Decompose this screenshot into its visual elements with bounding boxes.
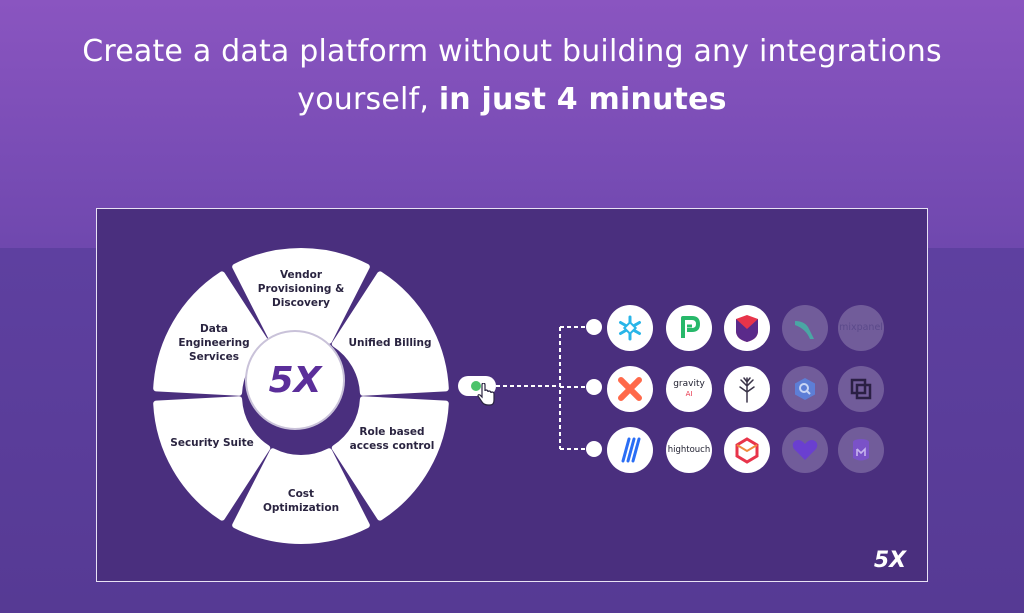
petal-shape-cost-optimization: [232, 448, 370, 544]
mixpanel-text: mixpanel: [839, 322, 883, 333]
headline-line-2: yourself, in just 4 minutes: [0, 76, 1024, 124]
stitch-logo[interactable]: [607, 427, 653, 473]
connector-lines: [496, 326, 590, 450]
tree-icon: [739, 377, 755, 403]
stripes-icon: [621, 437, 641, 463]
petal-role-based-access[interactable]: Role based access control: [349, 426, 435, 452]
petal-data-engineering[interactable]: Data Engineering Services: [178, 323, 250, 363]
prefect-icon: [681, 316, 700, 338]
snowflake-logo[interactable]: [607, 305, 653, 351]
hand-cursor-icon: [477, 383, 495, 406]
copy-icon: [850, 378, 872, 400]
petal-shape-unified-billing: [331, 271, 449, 396]
cube-logo[interactable]: [724, 427, 770, 473]
mixpanel-logo[interactable]: mixpanel: [838, 305, 884, 351]
corner-5x-logo: 5X: [874, 548, 907, 572]
svg-text:5X: 5X: [874, 548, 907, 572]
prefect-logo[interactable]: [666, 305, 712, 351]
copy-logo[interactable]: [838, 366, 884, 412]
tree-logo[interactable]: [724, 366, 770, 412]
headline-line-1: Create a data platform without building …: [82, 34, 942, 69]
hightouch-text: hightouch: [667, 445, 711, 455]
shield-logo[interactable]: [724, 305, 770, 351]
bigquery-logo[interactable]: [782, 366, 828, 412]
svg-text:5X: 5X: [269, 360, 324, 401]
bird-logo[interactable]: [782, 305, 828, 351]
headline: Create a data platform without building …: [0, 28, 1024, 124]
snowflake-icon: [619, 315, 641, 341]
database-logo[interactable]: [838, 427, 884, 473]
petal-shape-data-engineering: [153, 271, 271, 396]
gravity-name: gravity: [673, 379, 705, 389]
connector-node-2: [586, 379, 602, 395]
toggle-indicator: [471, 381, 481, 391]
hexagon-search-icon: [795, 378, 815, 400]
cylinder-icon: [853, 439, 869, 461]
x-cross-icon: [618, 377, 642, 401]
connector-node-3: [586, 441, 602, 457]
gravity-ai: AI: [685, 390, 693, 398]
heart-logo[interactable]: [782, 427, 828, 473]
dbt-logo[interactable]: [607, 366, 653, 412]
petal-unified-billing[interactable]: Unified Billing: [348, 337, 432, 349]
center-5x-logo: 5X: [245, 330, 345, 430]
hightouch-logo[interactable]: hightouch: [666, 427, 712, 473]
headline-bold: in just 4 minutes: [438, 82, 727, 117]
heart-icon: [792, 440, 818, 460]
petal-cost-optimization[interactable]: Cost Optimization: [262, 488, 340, 514]
header-background: [0, 0, 1024, 248]
connector-node-1: [586, 319, 602, 335]
petal-vendor-provisioning[interactable]: Vendor Provisioning & Discovery: [257, 269, 345, 309]
cube-icon: [735, 437, 759, 464]
petal-security-suite[interactable]: Security Suite: [170, 437, 254, 449]
headline-regular: yourself,: [297, 82, 439, 117]
petal-shape-security-suite: [153, 396, 271, 521]
shield-logo-icon: [736, 315, 758, 342]
bird-icon: [795, 321, 814, 339]
petal-shape-role-based-access: [331, 396, 449, 521]
